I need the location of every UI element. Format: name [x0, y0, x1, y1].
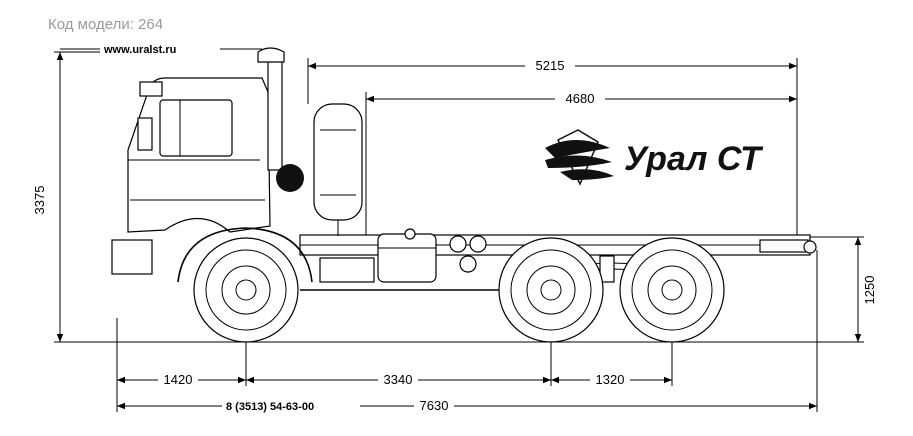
- tow-hook: [803, 240, 817, 254]
- dim-4680-label: 4680: [566, 91, 595, 106]
- air-tank-3: [459, 255, 477, 273]
- rear-wheel-1: [498, 237, 604, 343]
- spare-wheel: [313, 103, 363, 221]
- dim-1420-label: 1420: [164, 372, 193, 387]
- dim-overall-length: 8 (3513) 54-63-00 7630: [117, 250, 818, 413]
- rear-hitch: [759, 239, 809, 253]
- contact-phone: 8 (3513) 54-63-00: [226, 401, 314, 413]
- air-filter: [276, 164, 304, 192]
- brand-logo: Урал СТ: [545, 129, 764, 186]
- dim-1250: 1250: [800, 236, 877, 343]
- height-dimension: 3375: [32, 51, 112, 343]
- dim-7630-label: 7630: [420, 398, 449, 413]
- website-link[interactable]: www.uralst.ru: [103, 44, 176, 56]
- transfer-box: [319, 257, 375, 283]
- cab-window: [159, 99, 233, 157]
- dim-5215: 5215: [307, 58, 798, 242]
- front-bumper: [111, 239, 153, 275]
- fuel-tank: [377, 233, 437, 283]
- cab-roof-lights: [139, 81, 163, 97]
- exhaust-pipe: [267, 59, 283, 171]
- truck-body: [111, 47, 817, 343]
- model-code: Код модели: 264: [48, 16, 163, 33]
- height-label: 3375: [32, 186, 47, 215]
- dim-1320-label: 1320: [596, 372, 625, 387]
- rear-wheel-2: [619, 237, 725, 343]
- front-wheel: [193, 237, 299, 343]
- brand-name: Урал СТ: [624, 140, 764, 178]
- dim-4680: 4680: [365, 91, 797, 236]
- side-mirror: [137, 117, 153, 151]
- exhaust-cap: [257, 47, 285, 63]
- dim-5215-label: 5215: [536, 58, 565, 73]
- air-tank-1: [449, 235, 467, 253]
- dim-1250-label: 1250: [862, 276, 877, 305]
- air-tank-2: [469, 235, 487, 253]
- front-fender: [177, 227, 313, 283]
- dim-3340-label: 3340: [384, 372, 413, 387]
